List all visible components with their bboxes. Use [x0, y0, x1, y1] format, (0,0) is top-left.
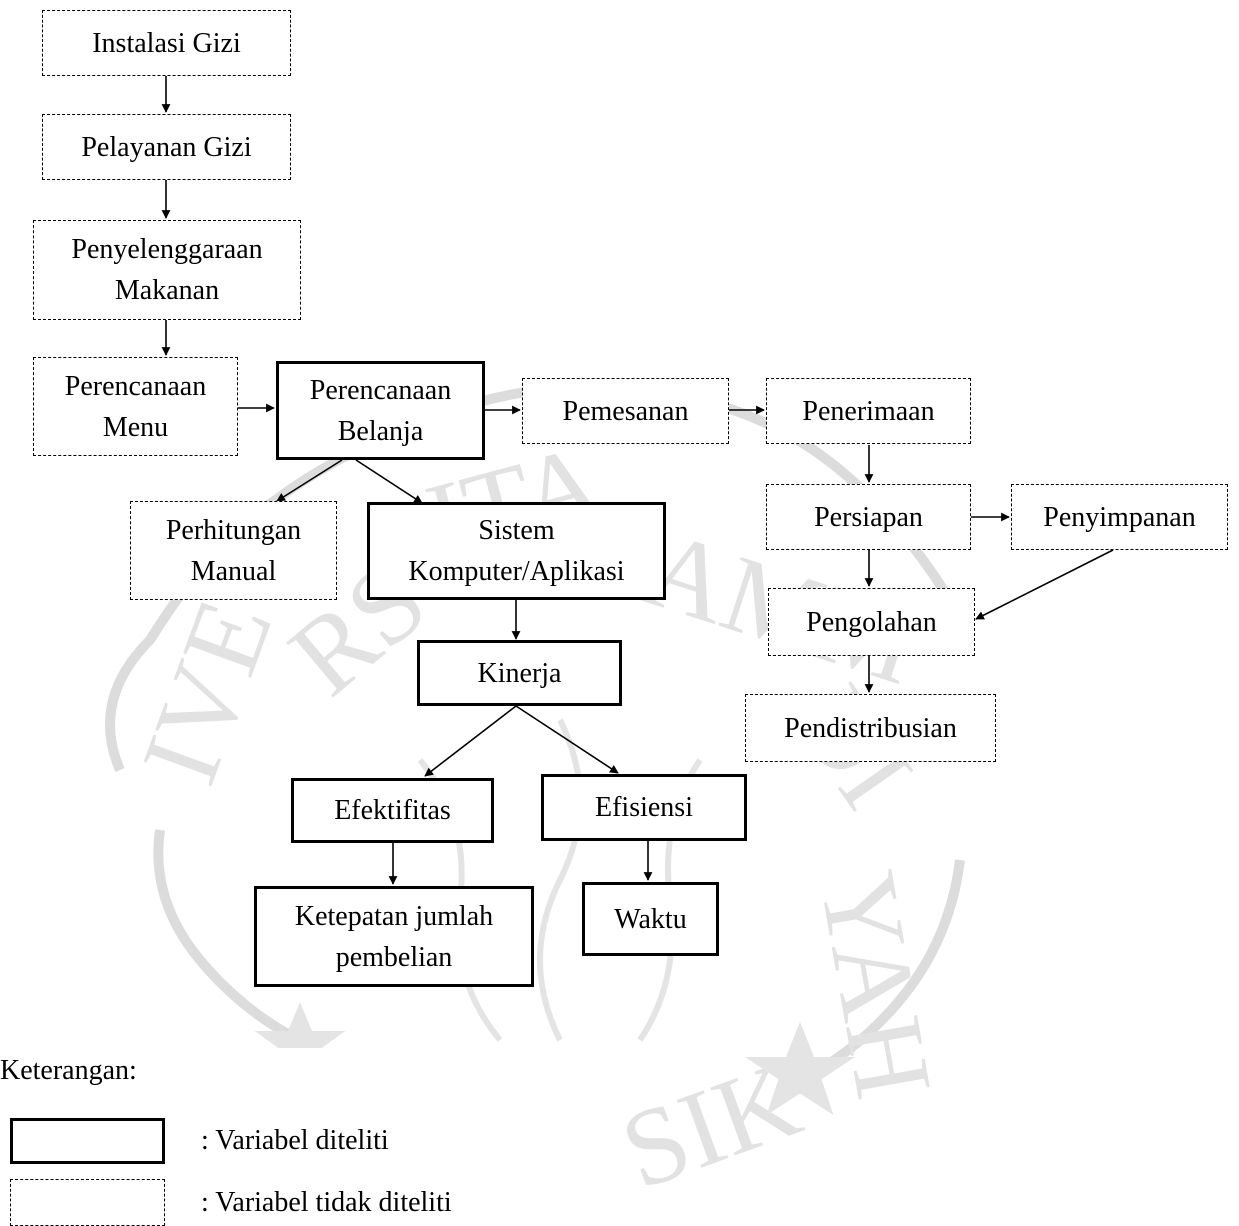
node-label-line1: Penyelenggaraan	[71, 234, 263, 265]
svg-text:YAH: YAH	[796, 863, 955, 1107]
node-perhitungan-manual: Perhitungan Manual	[130, 501, 337, 600]
node-label: Pemesanan	[562, 395, 689, 427]
node-persiapan: Persiapan	[766, 484, 971, 550]
node-label: Pelayanan Gizi	[81, 131, 252, 163]
arrow-kinerja-to-efektifitas	[424, 705, 517, 777]
node-label: Penerimaan	[802, 395, 935, 427]
node-kinerja: Kinerja	[417, 640, 622, 706]
svg-text:IVE: IVE	[118, 584, 295, 798]
node-ketepatan-jumlah-pembelian: Ketepatan jumlah pembelian	[254, 886, 534, 987]
node-label: Pengolahan	[806, 606, 937, 638]
node-label-line1: Perhitungan	[165, 514, 302, 546]
node-pelayanan-gizi: Pelayanan Gizi	[42, 114, 291, 180]
node-pendistribusian: Pendistribusian	[745, 694, 996, 762]
node-efektifitas: Efektifitas	[291, 778, 494, 843]
node-penerimaan: Penerimaan	[766, 378, 971, 444]
node-pengolahan: Pengolahan	[768, 588, 975, 656]
node-label-line1: Ketepatan jumlah	[294, 900, 494, 932]
legend-solid-swatch	[10, 1118, 165, 1164]
node-label: Kinerja	[477, 657, 562, 689]
node-efisiensi: Efisiensi	[541, 774, 747, 841]
node-label: Efektifitas	[334, 795, 451, 826]
node-label: Waktu	[614, 903, 687, 935]
node-perencanaan-menu: Perencanaan Menu	[33, 357, 238, 456]
node-instalasi-gizi: Instalasi Gizi	[42, 10, 291, 76]
node-label-line2: Menu	[102, 411, 169, 443]
node-label: Pendistribusian	[784, 712, 957, 744]
legend-dashed-label: : Variabel tidak diteliti	[201, 1187, 452, 1218]
node-label-line1: Perencanaan	[64, 370, 207, 402]
node-label-line2: Makanan	[114, 275, 220, 306]
svg-text:SIK: SIK	[606, 1037, 814, 1212]
node-label: Persiapan	[814, 501, 923, 533]
node-perencanaan-belanja: Perencanaan Belanja	[276, 361, 485, 460]
arrow-belanja-to-perhitungan	[276, 459, 343, 502]
node-label-line2: Komputer/Aplikasi	[408, 556, 625, 587]
node-penyimpanan: Penyimpanan	[1011, 484, 1228, 550]
node-label: Penyimpanan	[1043, 501, 1196, 533]
node-label-line1: Sistem	[478, 515, 555, 546]
node-label-line1: Perencanaan	[309, 374, 452, 406]
node-label-line2: pembelian	[335, 941, 453, 973]
arrow-belanja-to-sistem	[355, 459, 423, 504]
arrow-kinerja-to-efisiensi	[515, 705, 619, 774]
node-pemesanan: Pemesanan	[522, 378, 729, 444]
node-sistem-komputer-aplikasi: Sistem Komputer/Aplikasi	[367, 502, 666, 600]
node-label-line2: Manual	[190, 555, 277, 587]
arrow-penyimpanan-to-pengolahan	[975, 549, 1114, 620]
legend-solid-label: : Variabel diteliti	[201, 1125, 389, 1156]
node-label-line2: Belanja	[337, 415, 424, 447]
node-label: Efisiensi	[595, 792, 693, 823]
legend-dashed-swatch	[10, 1179, 165, 1226]
node-waktu: Waktu	[582, 882, 719, 956]
node-penyelenggaraan-makanan: Penyelenggaraan Makanan	[33, 220, 301, 320]
legend-title: Keterangan:	[0, 1055, 137, 1086]
node-label: Instalasi Gizi	[92, 27, 241, 59]
